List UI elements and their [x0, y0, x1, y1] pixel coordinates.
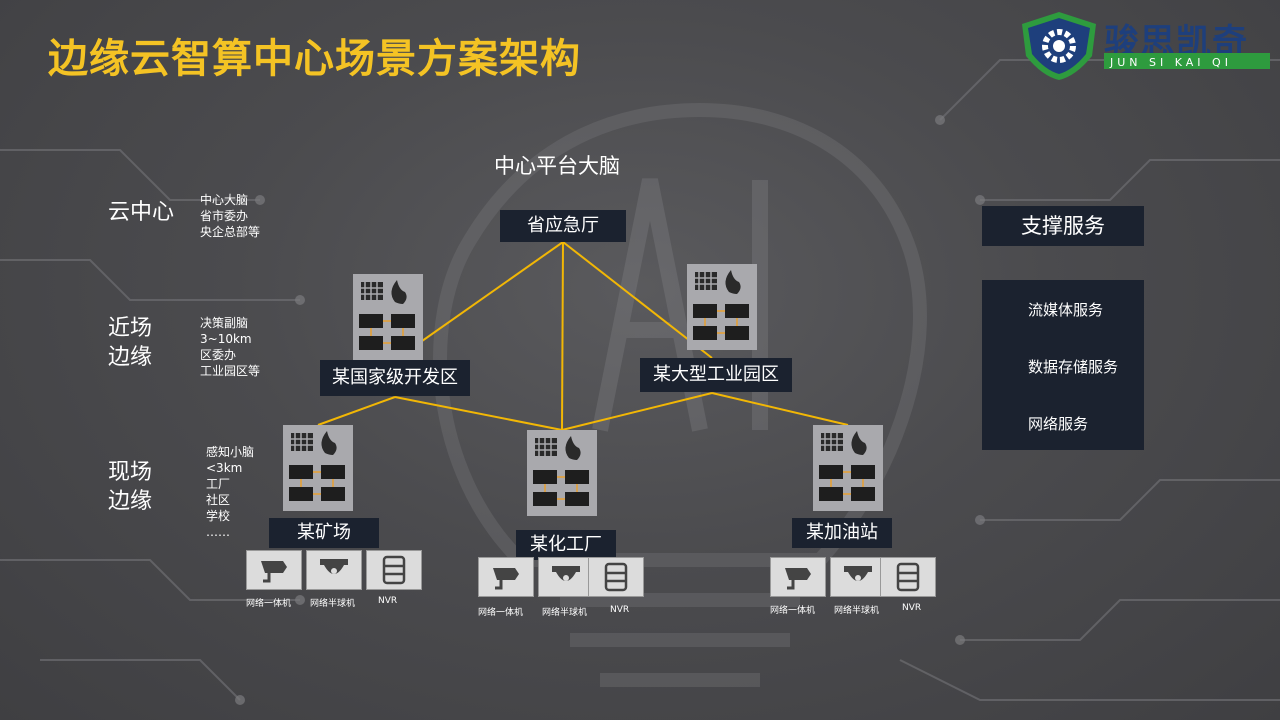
support-item: 数据存储服务: [1028, 358, 1119, 376]
support-item: 流媒体服务: [1028, 301, 1104, 319]
bullet-camera-icon: [478, 557, 534, 597]
device-label: 网络半球机: [834, 606, 880, 616]
support-item: 网络服务: [1028, 415, 1089, 433]
logo-subtitle-bar: [1104, 53, 1270, 69]
level-field-edge-label: 现场边缘: [108, 460, 153, 514]
device-row-gasstation: 网络一体机 网络半球机 NVR: [770, 557, 940, 619]
hub-label: 省应急厅: [500, 210, 626, 242]
device-label: NVR: [902, 603, 922, 613]
field-node-label-gasstation: 某加油站: [792, 518, 892, 548]
near-node-label-devzone: 某国家级开发区: [320, 360, 470, 396]
link-park-gasstation: [711, 392, 849, 426]
bullet-camera-icon: [246, 550, 302, 590]
near-node-label-industrialpark: 某大型工业园区: [640, 358, 792, 392]
logo-subtitle: JUN SI KAI QI: [1110, 56, 1232, 69]
server-node-chemical: [527, 430, 597, 516]
firewall-server-icon: [359, 280, 415, 350]
device-label: 网络半球机: [542, 608, 588, 618]
level-cloud-label: 云中心: [108, 200, 175, 225]
dome-camera-icon: [830, 557, 886, 597]
firewall-server-icon: [289, 431, 345, 501]
nvr-storage-icon: [588, 557, 644, 597]
platform-label: 中心平台大脑: [494, 154, 620, 178]
device-row-mine: 网络一体机 网络半球机 NVR: [246, 550, 422, 609]
firewall-server-icon: [819, 431, 875, 501]
link-devzone-mine: [317, 396, 396, 426]
firewall-server-icon: [533, 436, 589, 506]
device-label: NVR: [378, 596, 398, 606]
level-near-edge-label: 近场边缘: [108, 316, 153, 370]
device-label: 网络一体机: [770, 606, 816, 616]
support-services-panel: 流媒体服务 数据存储服务 网络服务: [982, 280, 1144, 450]
link-hub-chemical: [561, 241, 564, 431]
server-node-mine: [283, 425, 353, 511]
support-title: 支撑服务: [982, 206, 1144, 246]
dome-camera-icon: [538, 557, 594, 597]
server-node-devzone: [353, 274, 423, 360]
firewall-server-icon: [693, 270, 749, 340]
level-cloud-desc: 中心大脑省市委办央企总部等: [200, 193, 261, 239]
link-hub-devzone: [394, 241, 564, 361]
dome-camera-icon: [306, 550, 362, 590]
device-label: 网络一体机: [246, 599, 292, 609]
field-node-label-chemical: 某化工厂: [516, 530, 616, 560]
device-label: 网络半球机: [310, 599, 356, 609]
device-label: NVR: [610, 605, 630, 615]
bullet-camera-icon: [770, 557, 826, 597]
link-park-chemical: [561, 392, 713, 431]
page-title: 边缘云智算中心场景方案架构: [48, 36, 581, 82]
nvr-storage-icon: [880, 557, 936, 597]
device-row-chemical: 网络一体机 网络半球机 NVR: [478, 557, 648, 619]
field-node-label-mine: 某矿场: [269, 518, 379, 548]
logo-shield-gear-icon: [1022, 12, 1096, 80]
link-devzone-chemical: [394, 396, 563, 431]
server-node-gasstation: [813, 425, 883, 511]
nvr-storage-icon: [366, 550, 422, 590]
device-label: 网络一体机: [478, 608, 524, 618]
server-node-industrialpark: [687, 264, 757, 350]
